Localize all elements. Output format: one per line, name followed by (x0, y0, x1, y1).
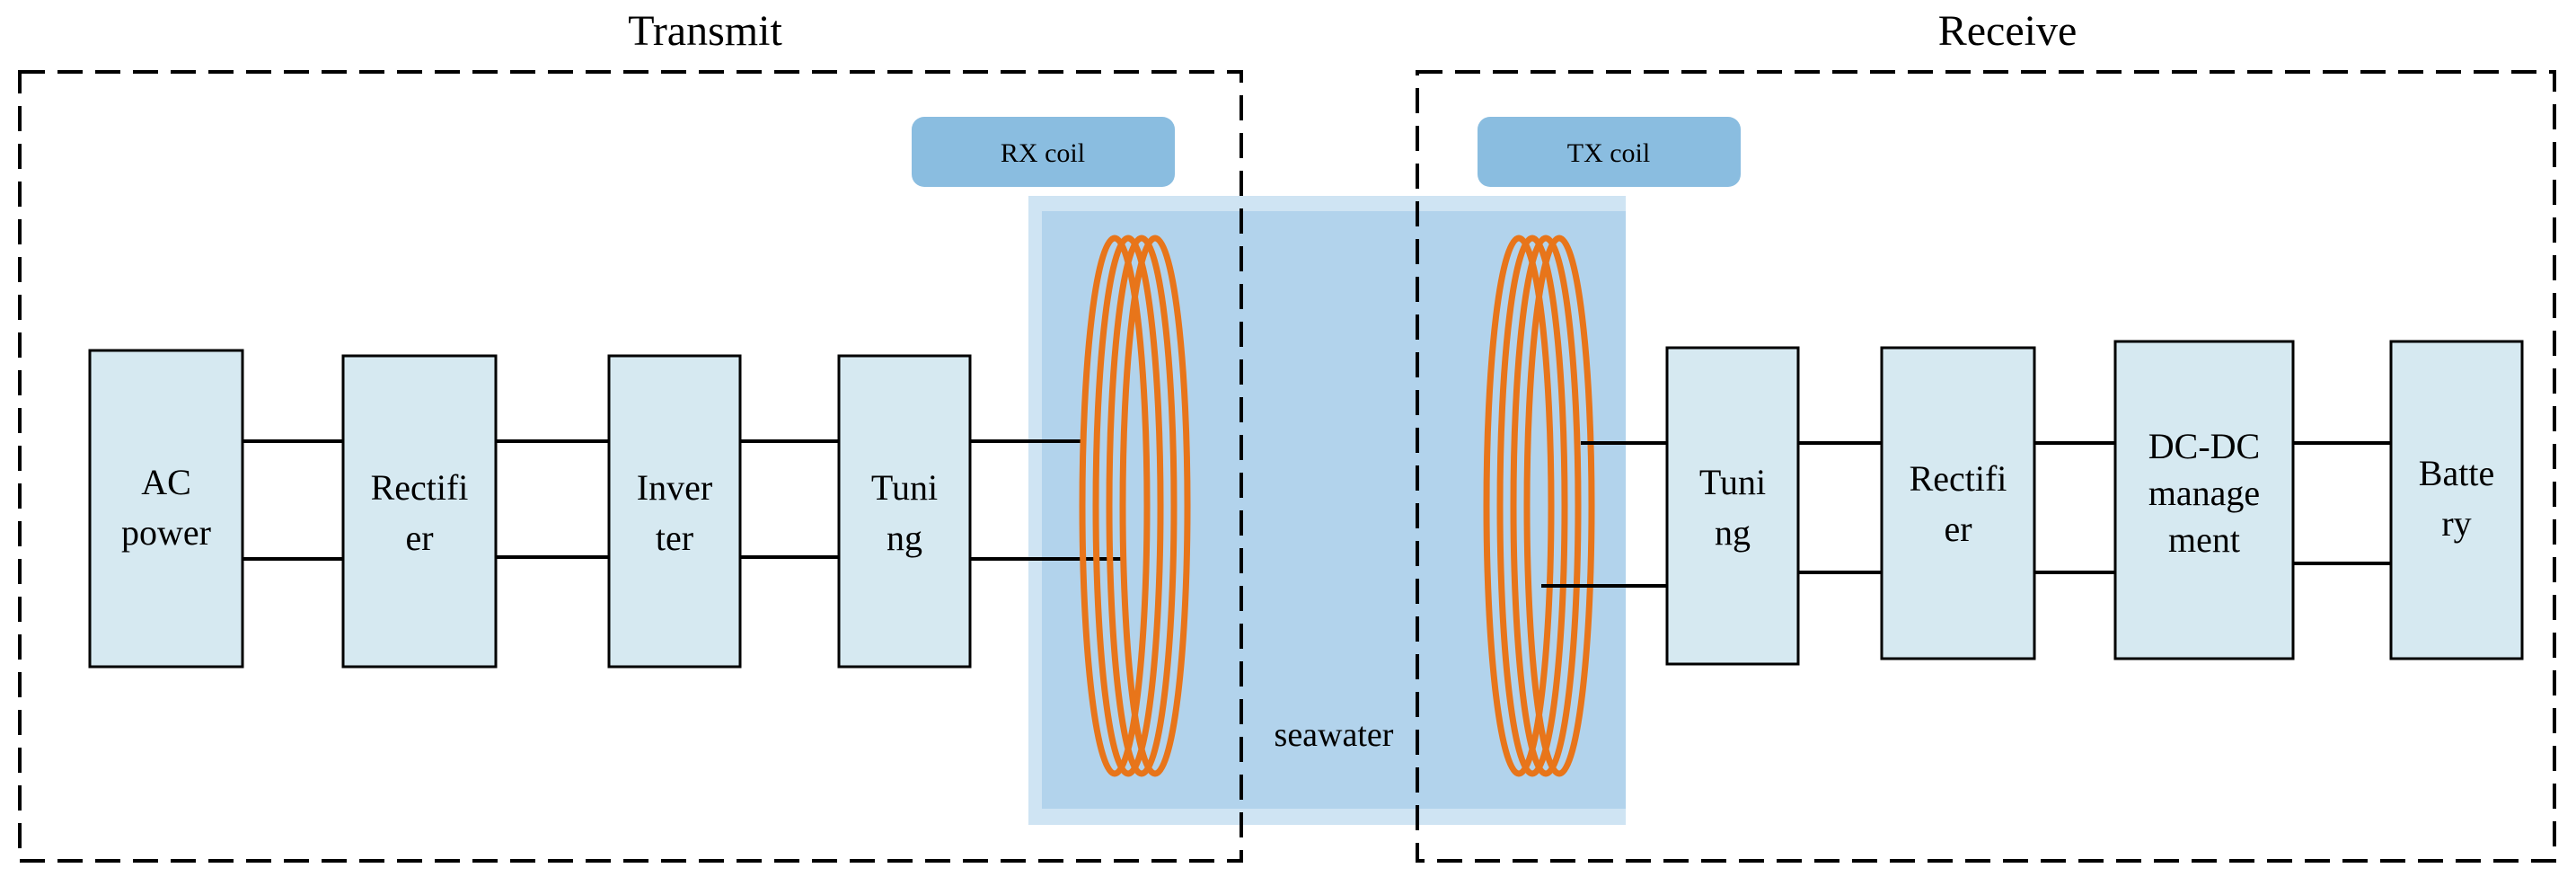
dcdc-label-2: manage (2148, 473, 2260, 513)
dcdc-box (2113, 340, 2295, 660)
tuning-tx-label-2: ng (887, 518, 922, 558)
rectifier-tx-box (341, 354, 498, 669)
rectifier-rx-box (1880, 346, 2036, 660)
tuning-rx-block: Tuni ng (1665, 346, 1800, 666)
transmit-wires (243, 439, 1121, 561)
rectifier-rx-block: Rectifi er (1880, 346, 2036, 660)
battery-block: Batte ry (2389, 340, 2524, 660)
rectifier-tx-block: Rectifi er (341, 354, 498, 669)
dcdc-label-3: ment (2168, 519, 2240, 560)
rectifier-rx-label-1: Rectifi (1910, 458, 2007, 499)
inverter-box (607, 354, 742, 669)
battery-label-1: Batte (2419, 453, 2494, 493)
dcdc-label-1: DC-DC (2148, 426, 2260, 466)
rx-coil-label: RX coil (912, 117, 1175, 187)
seawater-label: seawater (1275, 716, 1394, 754)
coil-loop (1119, 235, 1191, 777)
receive-chain: Tuni ng Rectifi er DC-DC manage ment Bat… (1665, 340, 2524, 666)
ac-power-label-1: AC (141, 462, 191, 502)
transmit-chain: AC power Rectifi er Inver ter Tuni ng (88, 349, 972, 669)
dcdc-block: DC-DC manage ment (2113, 340, 2295, 660)
inverter-label-1: Inver (637, 467, 712, 508)
tx-coil-label: TX coil (1478, 117, 1741, 187)
tuning-rx-box (1665, 346, 1800, 666)
coil-loop (1510, 235, 1582, 777)
coil-loop (1092, 235, 1164, 777)
rx-coil (1079, 235, 1191, 777)
ac-power-box (88, 349, 244, 669)
inverter-label-2: ter (656, 518, 693, 558)
receive-frame (1416, 70, 2556, 863)
coil-loop (1106, 235, 1178, 777)
tuning-rx-label-2: ng (1715, 512, 1751, 553)
rectifier-tx-label-1: Rectifi (371, 467, 469, 508)
inverter-block: Inver ter (607, 354, 742, 669)
tuning-tx-box (837, 354, 972, 669)
tx-coil (1483, 235, 1595, 777)
receive-title: Receive (1938, 7, 2078, 55)
rectifier-tx-label-2: er (405, 518, 433, 558)
transmit-frame (18, 70, 1243, 863)
rx-coil-label-box (912, 117, 1175, 187)
battery-label-2: ry (2441, 503, 2471, 544)
receive-wires (1541, 441, 2391, 588)
coil-loop (1523, 235, 1595, 777)
transmit-title: Transmit (628, 7, 782, 55)
rectifier-rx-label-2: er (1944, 509, 1972, 549)
ac-power-block: AC power (88, 349, 244, 669)
tuning-tx-label-1: Tuni (871, 467, 938, 508)
coil-loop (1496, 235, 1568, 777)
tuning-tx-block: Tuni ng (837, 354, 972, 669)
battery-box (2389, 340, 2524, 660)
tuning-rx-label-1: Tuni (1699, 462, 1766, 502)
rx-coil-label-text: RX coil (1001, 138, 1085, 168)
coil-loop (1079, 235, 1151, 777)
coil-loop (1483, 235, 1555, 777)
ac-power-label-2: power (121, 512, 211, 553)
tx-coil-label-text: TX coil (1567, 138, 1650, 168)
tx-coil-label-box (1478, 117, 1741, 187)
